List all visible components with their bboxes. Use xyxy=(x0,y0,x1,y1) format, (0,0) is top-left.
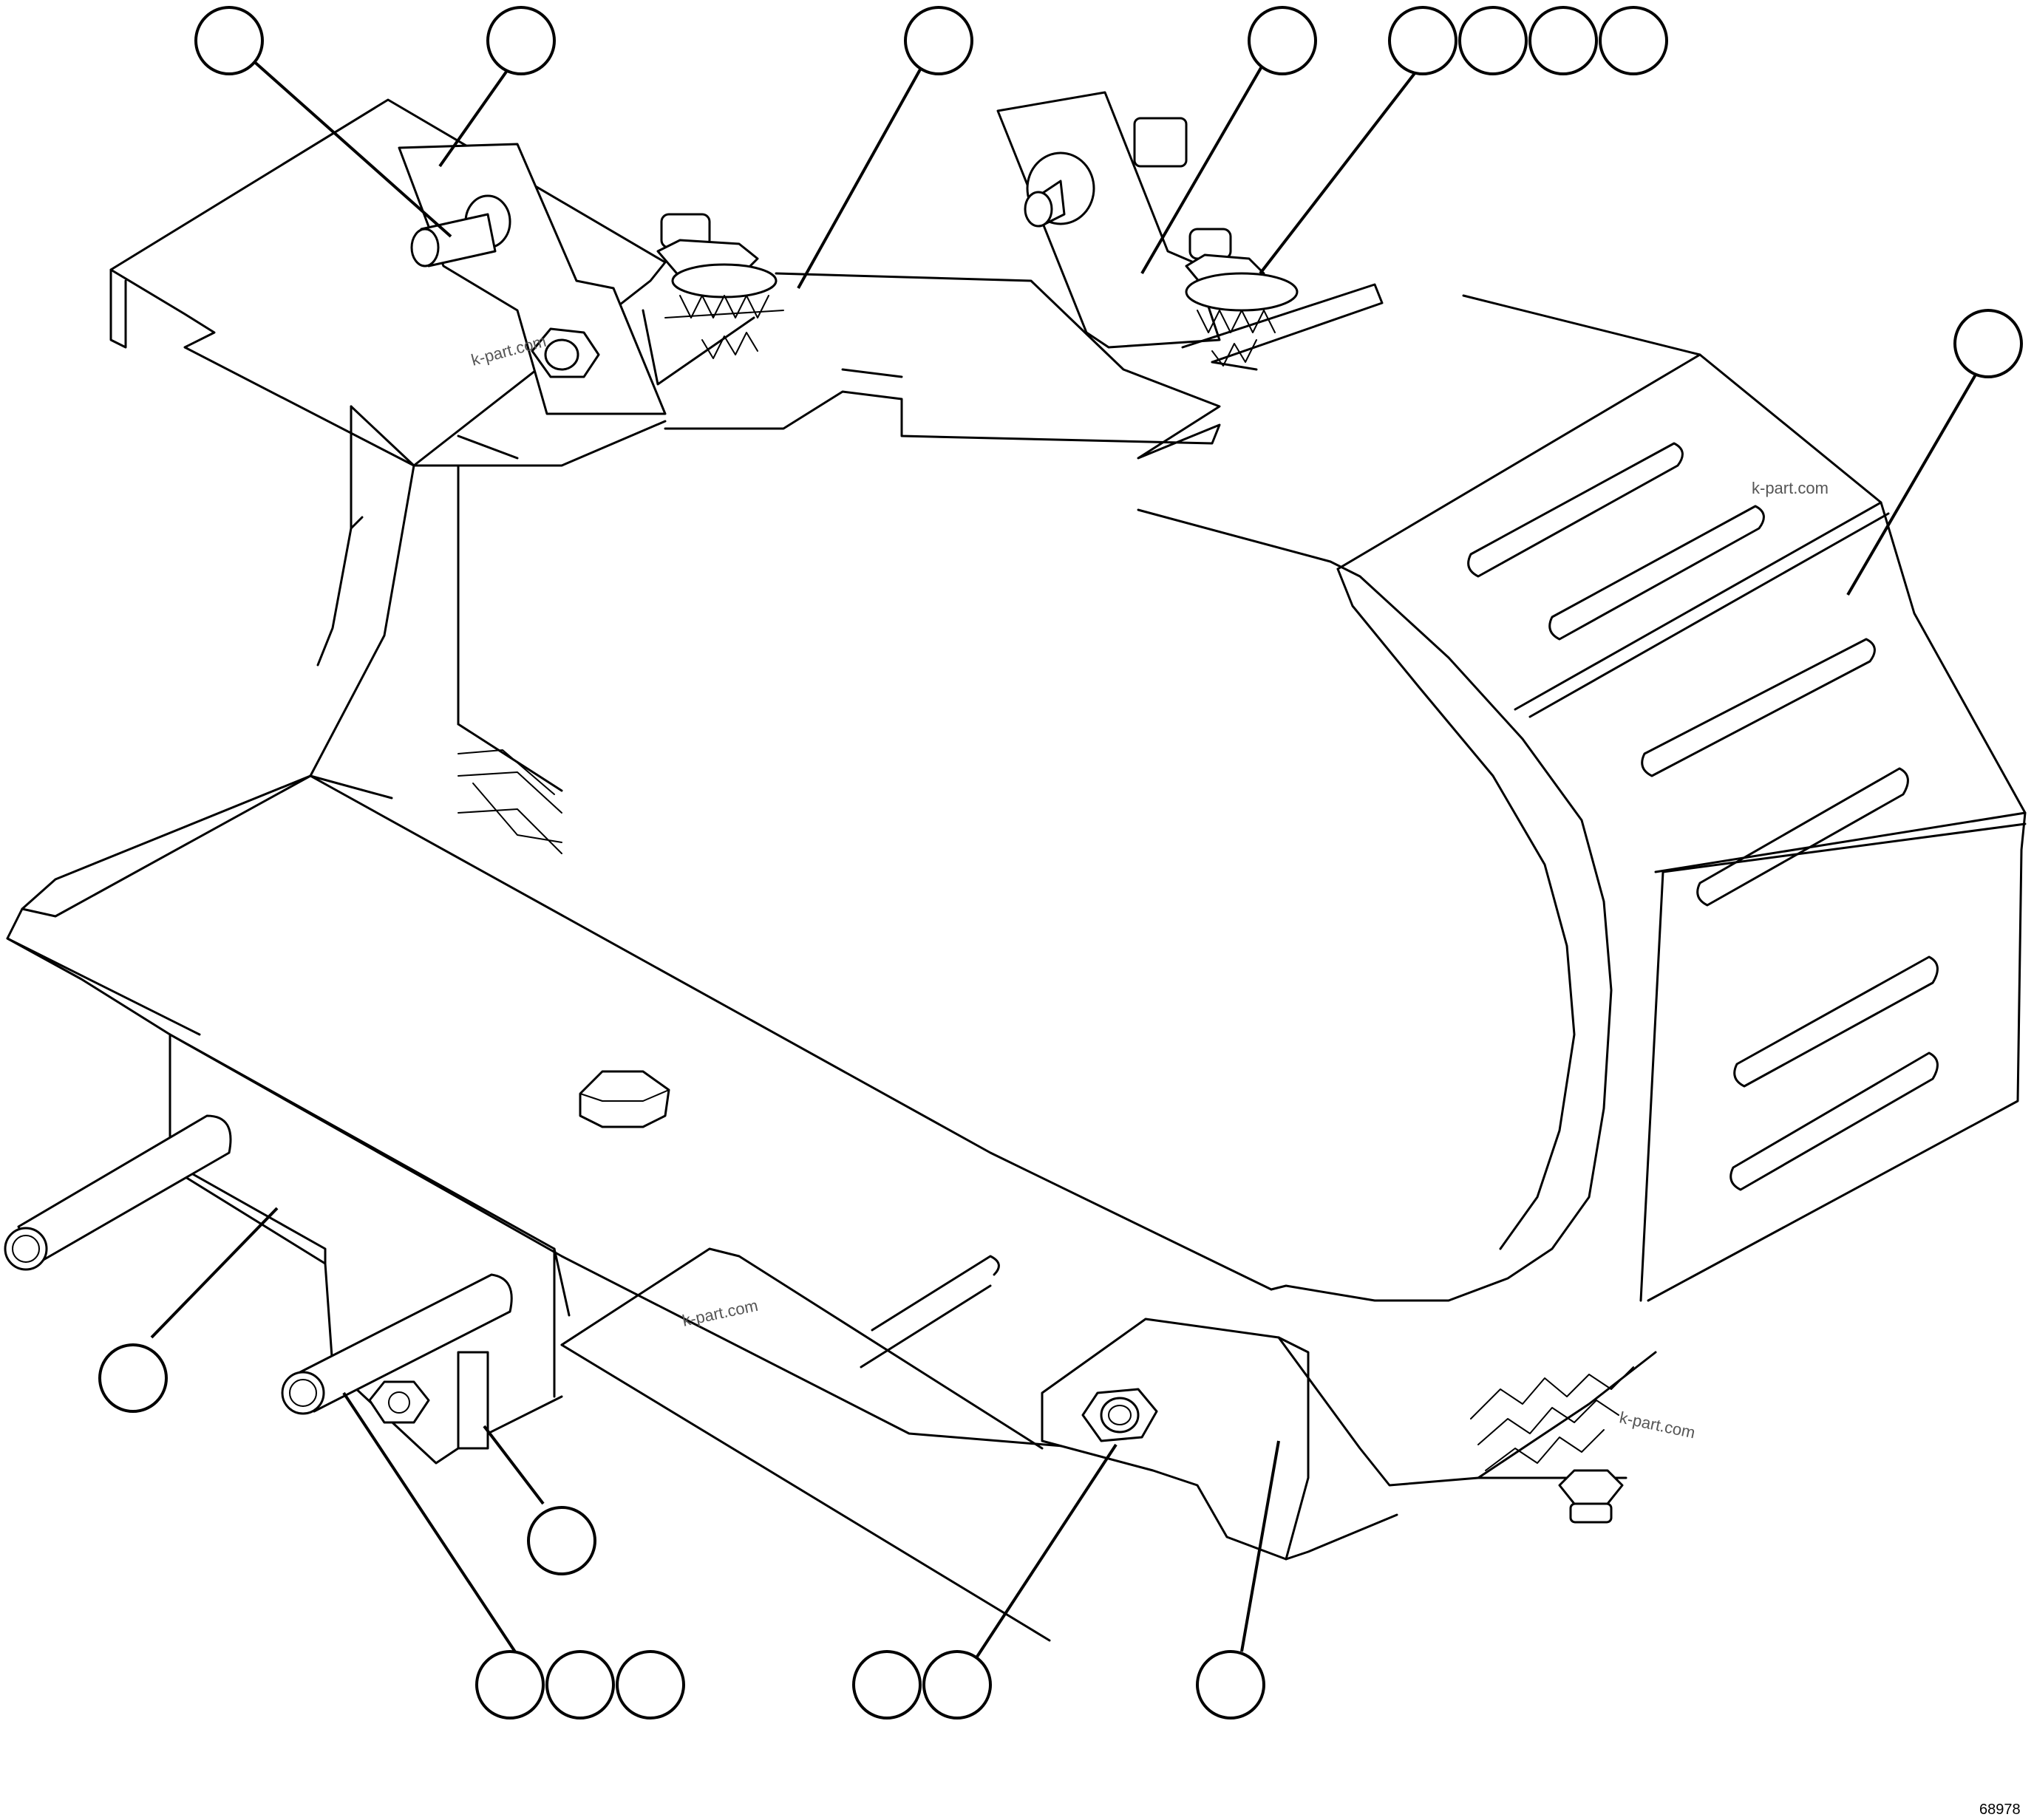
upper-left-nut xyxy=(531,327,600,378)
upper-left-bolt-stack xyxy=(642,213,784,386)
callout-upper-1 xyxy=(194,6,452,238)
lower-left-stud-upper xyxy=(4,1114,232,1271)
lower-right-bolt-stack xyxy=(1470,1366,1634,1524)
ventilated-shield xyxy=(1336,294,2027,1302)
upper-left-bracket xyxy=(398,143,667,415)
lower-left-spacer xyxy=(457,1351,489,1450)
lower-front-tab xyxy=(560,1247,1051,1642)
lower-left-stud-lower xyxy=(281,1273,513,1415)
upper-right-bolt-stack xyxy=(1181,228,1384,371)
callout-lower-stud-group xyxy=(342,1391,685,1720)
drawing-number: 68978 xyxy=(1979,1802,2021,1818)
weld-symbol xyxy=(458,749,562,854)
watermark-4: k-part.com xyxy=(1618,1408,1697,1442)
callout-group xyxy=(98,6,2023,1720)
upper-center-plate xyxy=(664,272,1221,460)
lower-right-bracket xyxy=(1041,1318,1657,1561)
upper-right-bracket xyxy=(996,91,1221,349)
callout-upper-3 xyxy=(797,6,973,289)
watermark-3: k-part.com xyxy=(681,1296,760,1330)
callout-upper-group-5 xyxy=(1259,6,1668,275)
callout-upper-2 xyxy=(438,6,556,168)
callout-right-shield xyxy=(1846,309,2023,596)
watermark-2: k-part.com xyxy=(1752,479,1829,497)
lower-left-nut xyxy=(368,1380,430,1424)
callout-lower-right-bracket xyxy=(1196,1440,1280,1720)
callout-lower-nut-group xyxy=(852,1443,1118,1720)
housing-center-nut xyxy=(579,1070,670,1128)
ventilation-slots xyxy=(1467,442,1939,1191)
callout-lower-left-bracket xyxy=(98,1207,279,1413)
callout-lower-left-spacer xyxy=(483,1425,596,1575)
callout-upper-4 xyxy=(1140,6,1317,275)
main-housing xyxy=(6,405,1613,1465)
